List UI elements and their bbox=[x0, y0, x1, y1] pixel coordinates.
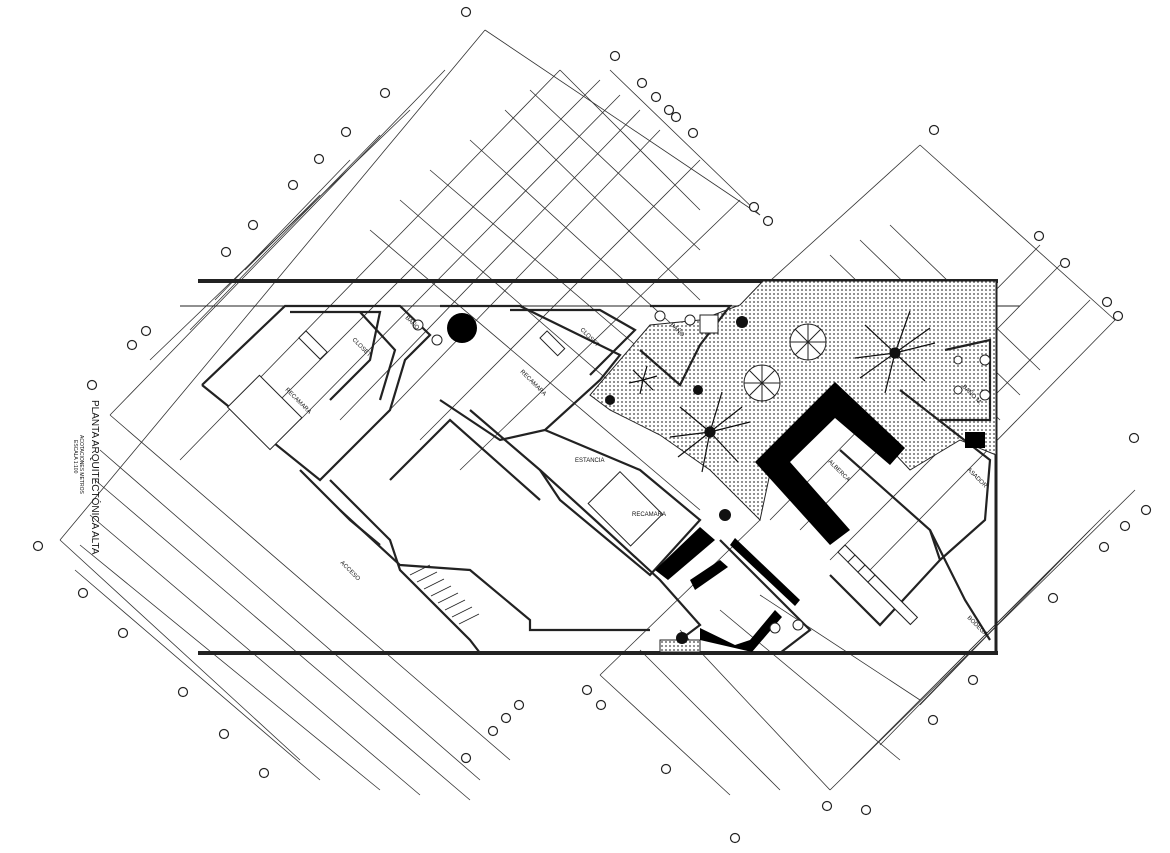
grid-lines-right bbox=[599, 144, 1136, 796]
bath-fixtures bbox=[412, 310, 991, 634]
drawing-scale: ESCALA 1:100 bbox=[72, 440, 78, 474]
room-label-acceso: ACCESO bbox=[339, 560, 361, 582]
pool-walls bbox=[447, 313, 985, 652]
stairs bbox=[409, 564, 480, 625]
drawing-subtitle: ACOTACIONES METROS bbox=[78, 435, 84, 494]
room-label-recamara-center: RECAMARA bbox=[632, 512, 666, 518]
patio-umbrellas bbox=[743, 323, 827, 402]
grid-markers bbox=[32, 6, 1152, 844]
room-label-asador: ASADOR bbox=[966, 467, 989, 490]
shrubs bbox=[605, 316, 748, 644]
walls bbox=[201, 304, 992, 654]
beds bbox=[226, 330, 664, 547]
room-label-alberca: ALBERCA bbox=[827, 459, 851, 483]
sun-loungers bbox=[837, 544, 919, 626]
palm-trees bbox=[628, 310, 936, 473]
room-label-estancia: ESTANCIA bbox=[575, 458, 605, 464]
room-label-recamara-mid: RECAMARA bbox=[519, 369, 547, 397]
drawing-title: PLANTA ARQUITECTÓNICA ALTA bbox=[89, 400, 102, 555]
room-label-closet-left: CLOSET bbox=[351, 337, 372, 358]
